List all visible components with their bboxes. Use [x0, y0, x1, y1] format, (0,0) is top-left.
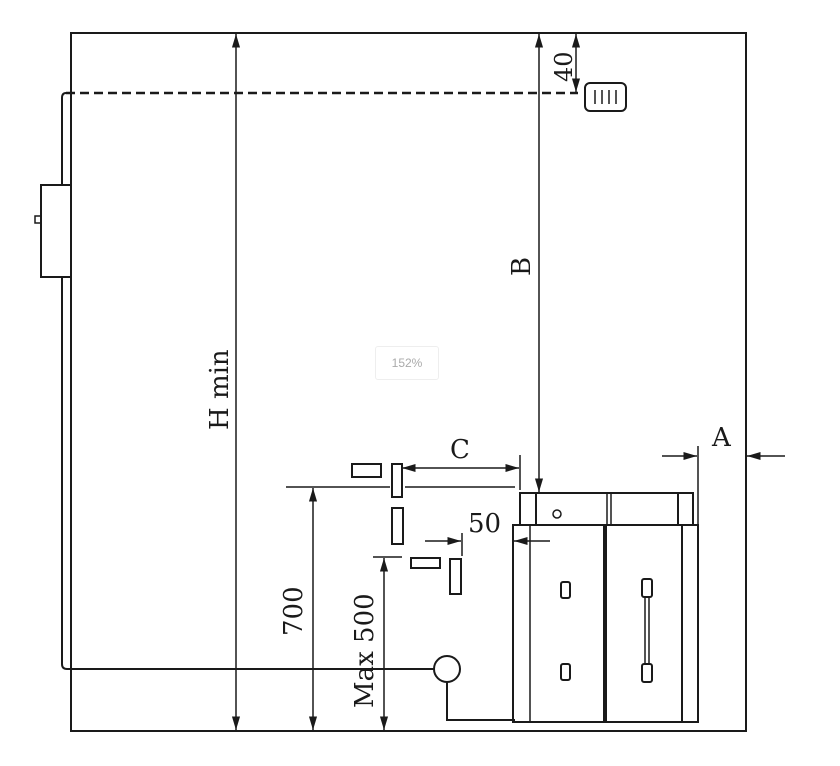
- wall-control-box: [40, 184, 72, 278]
- socket-symbol: [391, 463, 403, 498]
- pipe-to-heater: [446, 682, 515, 721]
- c-label: C: [450, 435, 470, 465]
- b-label: B: [507, 257, 537, 276]
- h-min-label: H min: [205, 349, 235, 430]
- zoom-level-badge: 152%: [375, 346, 439, 380]
- pipe-fitting-circle: [433, 655, 461, 683]
- forty-label: 40: [550, 51, 578, 82]
- room-outline: [70, 32, 747, 732]
- door-handle-icon: [560, 578, 653, 683]
- socket-symbol: [410, 557, 441, 569]
- pipe: [61, 92, 434, 670]
- a-label: A: [711, 423, 732, 453]
- control-knob-icon: [34, 215, 42, 224]
- socket-symbol: [449, 558, 462, 595]
- socket-symbol: [351, 463, 382, 478]
- max-500-label: Max 500: [350, 593, 380, 708]
- heater: [512, 492, 699, 723]
- socket-symbol: [391, 507, 404, 545]
- vent-icon: [584, 82, 627, 112]
- fifty-label: 50: [468, 509, 501, 539]
- seven-hundred-label: 700: [279, 586, 309, 636]
